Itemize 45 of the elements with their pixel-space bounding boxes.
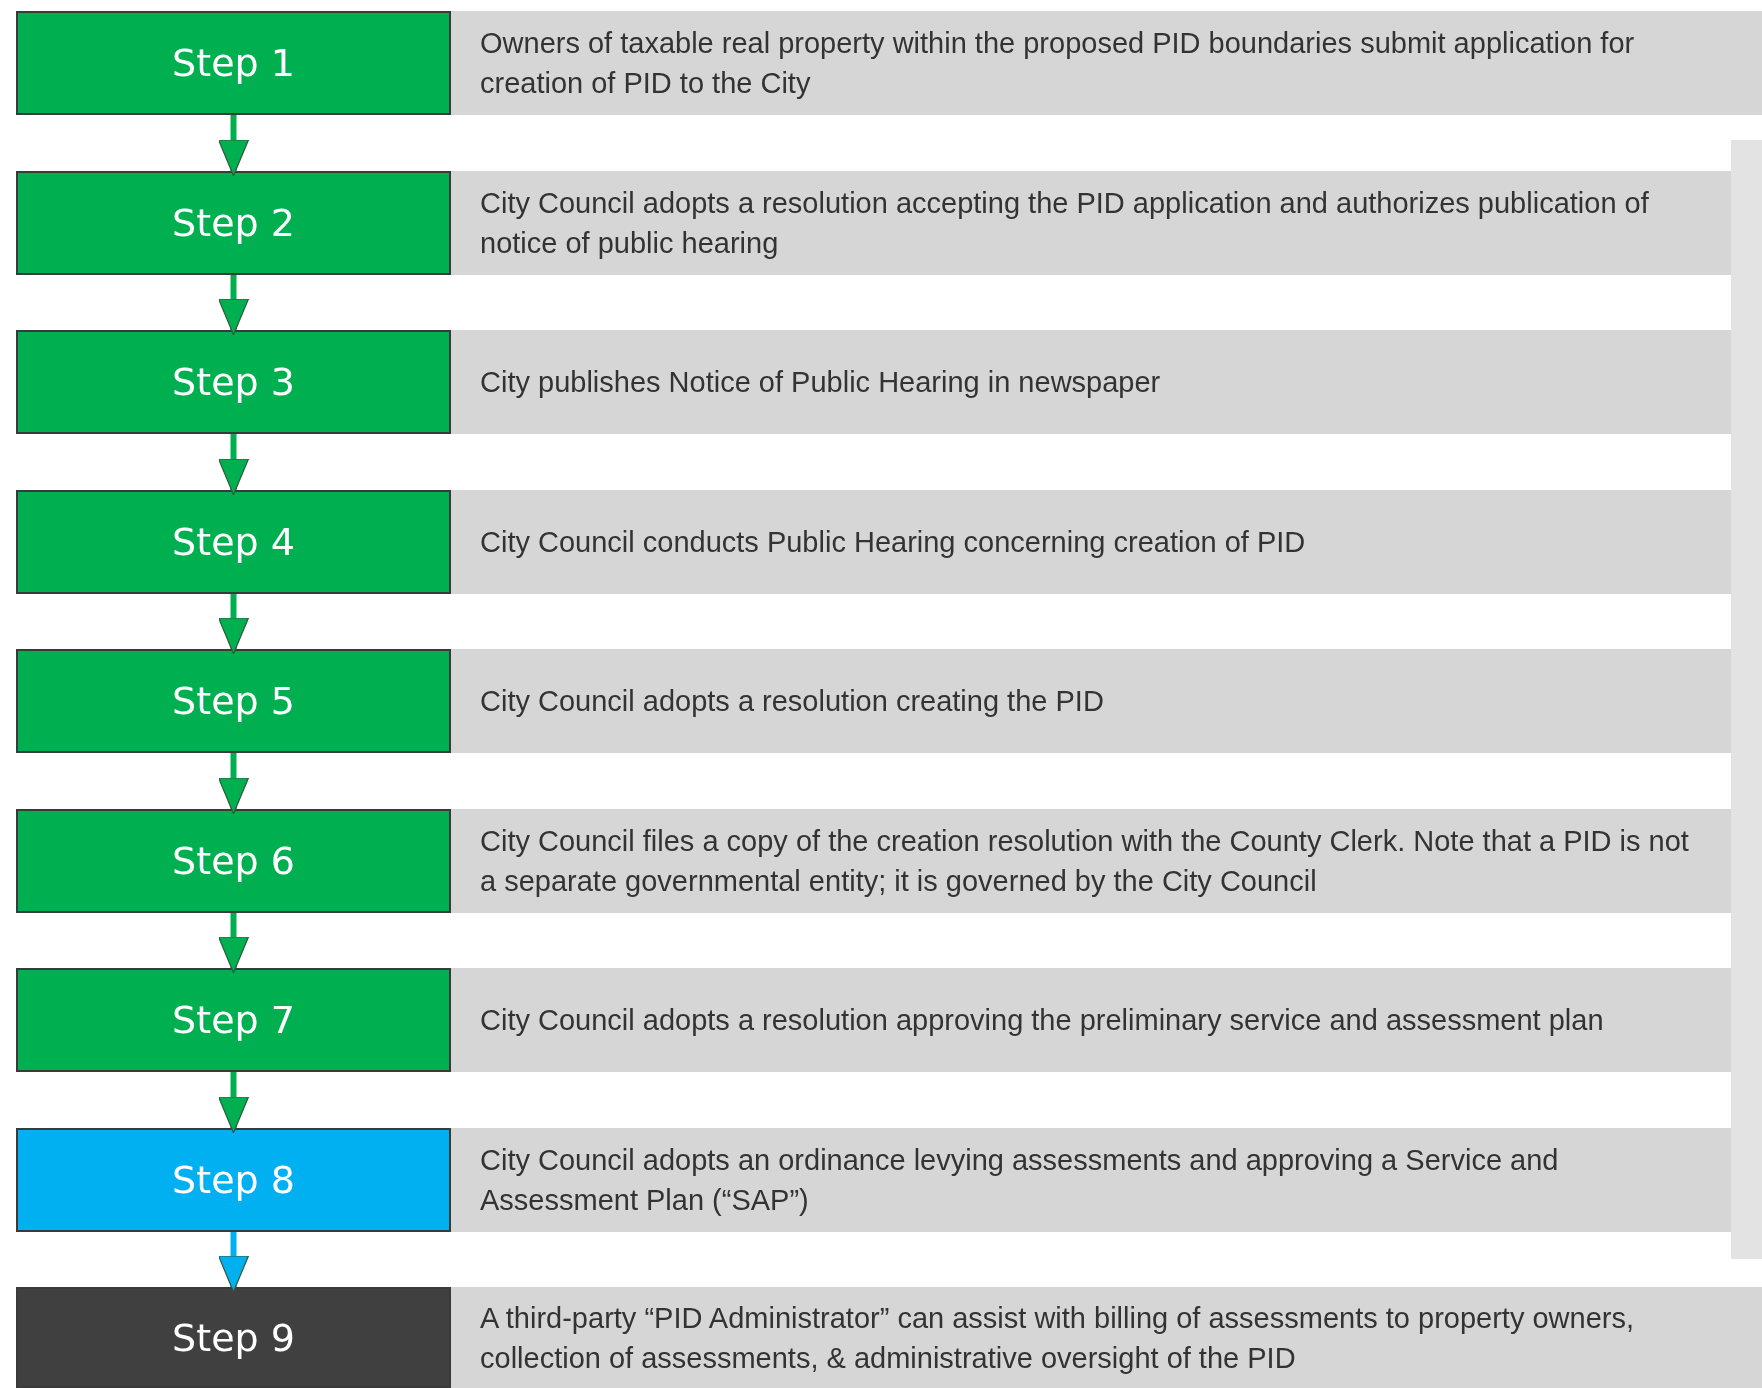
step-box	[16, 649, 451, 753]
arrow	[217, 115, 250, 177]
step-label: Step 6	[172, 839, 295, 883]
description-box	[451, 1287, 1762, 1388]
step-box	[16, 171, 451, 275]
description-text: City Council adopts a resolution approving the preliminary service and assessment plan	[480, 1003, 1604, 1038]
description-text: A third-party “PID Administrator” can assist with billing of assessments to property owners, collection of assessments, & administrative oversight of the PID	[480, 1300, 1635, 1376]
step-label: Step 3	[172, 360, 295, 404]
description-text: City publishes Notice of Public Hearing in newspaper	[480, 365, 1161, 400]
description-text: City Council conducts Public Hearing concerning creation of PID	[480, 525, 1306, 560]
step-label: Step 4	[172, 520, 295, 564]
step-box	[16, 11, 451, 115]
arrow	[217, 594, 250, 655]
step-label: Step 8	[172, 1158, 295, 1202]
step-box	[16, 968, 451, 1072]
description-box	[451, 11, 1762, 115]
description-text: City Council adopts a resolution creating the PID	[480, 684, 1104, 719]
description-box	[451, 809, 1731, 913]
step-label: Step 1	[172, 41, 295, 85]
step-box	[16, 1128, 451, 1232]
step-box	[16, 809, 451, 913]
description-box	[451, 1128, 1731, 1232]
description-box	[451, 490, 1731, 594]
step-box	[16, 490, 451, 594]
description-text: City Council adopts a resolution accepting the PID application and authorizes publication of notice of public hearing	[480, 186, 1650, 261]
step-box	[16, 1287, 451, 1388]
description-box	[451, 968, 1731, 1072]
arrow	[217, 275, 250, 336]
arrow	[217, 1232, 250, 1293]
arrow	[217, 1072, 250, 1134]
description-box	[451, 330, 1731, 434]
arrow	[217, 913, 250, 974]
arrow	[217, 434, 250, 496]
description-box	[451, 649, 1731, 753]
description-box	[451, 171, 1731, 275]
step-label: Step 2	[172, 201, 295, 245]
arrow	[217, 753, 250, 815]
description-text: City Council adopts an ordinance levying assessments and approving a Service and Assessment Plan (“SAP”)	[480, 1143, 1560, 1218]
description-text: Owners of taxable real property within the proposed PID boundaries submit application for creation of PID to the City	[480, 26, 1636, 101]
step-label: Step 5	[172, 679, 295, 723]
side-bar	[1731, 140, 1762, 1259]
step-box	[16, 330, 451, 434]
step-label: Step 9	[172, 1315, 295, 1360]
description-text: City Council files a copy of the creation resolution with the County Clerk. Note that a PID is not a separate governmental entity; it is governed by the City Council	[480, 824, 1690, 899]
step-label: Step 7	[172, 998, 295, 1042]
